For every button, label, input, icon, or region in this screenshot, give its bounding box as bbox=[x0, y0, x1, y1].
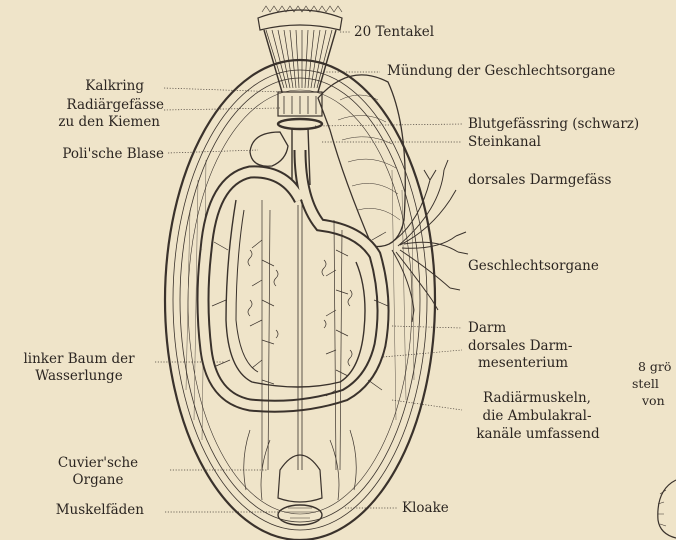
label-radiaermuskeln-2: die Ambulakral- bbox=[462, 408, 612, 425]
label-baum-1: linker Baum der bbox=[4, 351, 154, 368]
label-polische-blase: Poli'sche Blase bbox=[62, 146, 164, 163]
intestine bbox=[203, 150, 383, 406]
label-mesenterium-1: dorsales Darm- bbox=[468, 338, 572, 355]
cloaca-region bbox=[244, 430, 357, 525]
label-kloake: Kloake bbox=[402, 500, 449, 517]
polian-vesicle bbox=[250, 132, 288, 166]
label-darm: Darm bbox=[468, 320, 506, 337]
edge-text-1: 8 grö bbox=[638, 358, 671, 375]
dorsal-mesentery bbox=[298, 200, 302, 470]
label-cuvier-1: Cuvier'sche bbox=[38, 455, 158, 472]
label-radiaergefaesse-2: zu den Kiemen bbox=[58, 114, 160, 131]
label-radiaermuskeln-1: Radiärmuskeln, bbox=[462, 390, 612, 407]
label-baum-2: Wasserlunge bbox=[4, 368, 154, 385]
label-radiaermuskeln-3: kanäle umfassend bbox=[462, 426, 614, 443]
label-dorsales-darmgefaess: dorsales Darmgefäss bbox=[468, 172, 611, 189]
label-steinkanal: Steinkanal bbox=[468, 134, 541, 151]
edge-text-2: stell bbox=[632, 375, 659, 392]
label-blutgefaessring: Blutgefässring (schwarz) bbox=[468, 116, 639, 133]
label-mesenterium-2: mesenterium bbox=[478, 355, 568, 372]
adjacent-figure-fragment bbox=[636, 470, 676, 540]
edge-text-3: von bbox=[642, 392, 665, 409]
label-radiaergefaesse-1: Radiärgefässe bbox=[66, 97, 164, 114]
calcareous-ring bbox=[278, 92, 322, 129]
label-geschlechtsorgane: Geschlechtsorgane bbox=[468, 258, 599, 275]
label-tentakel: 20 Tentakel bbox=[354, 24, 434, 41]
tentacle-crown bbox=[258, 6, 342, 92]
label-kalkring: Kalkring bbox=[85, 78, 144, 95]
label-cuvier-2: Organe bbox=[38, 472, 158, 489]
label-muskelfaeden: Muskelfäden bbox=[56, 502, 144, 519]
label-muendung: Mündung der Geschlechtsorgane bbox=[387, 63, 615, 80]
